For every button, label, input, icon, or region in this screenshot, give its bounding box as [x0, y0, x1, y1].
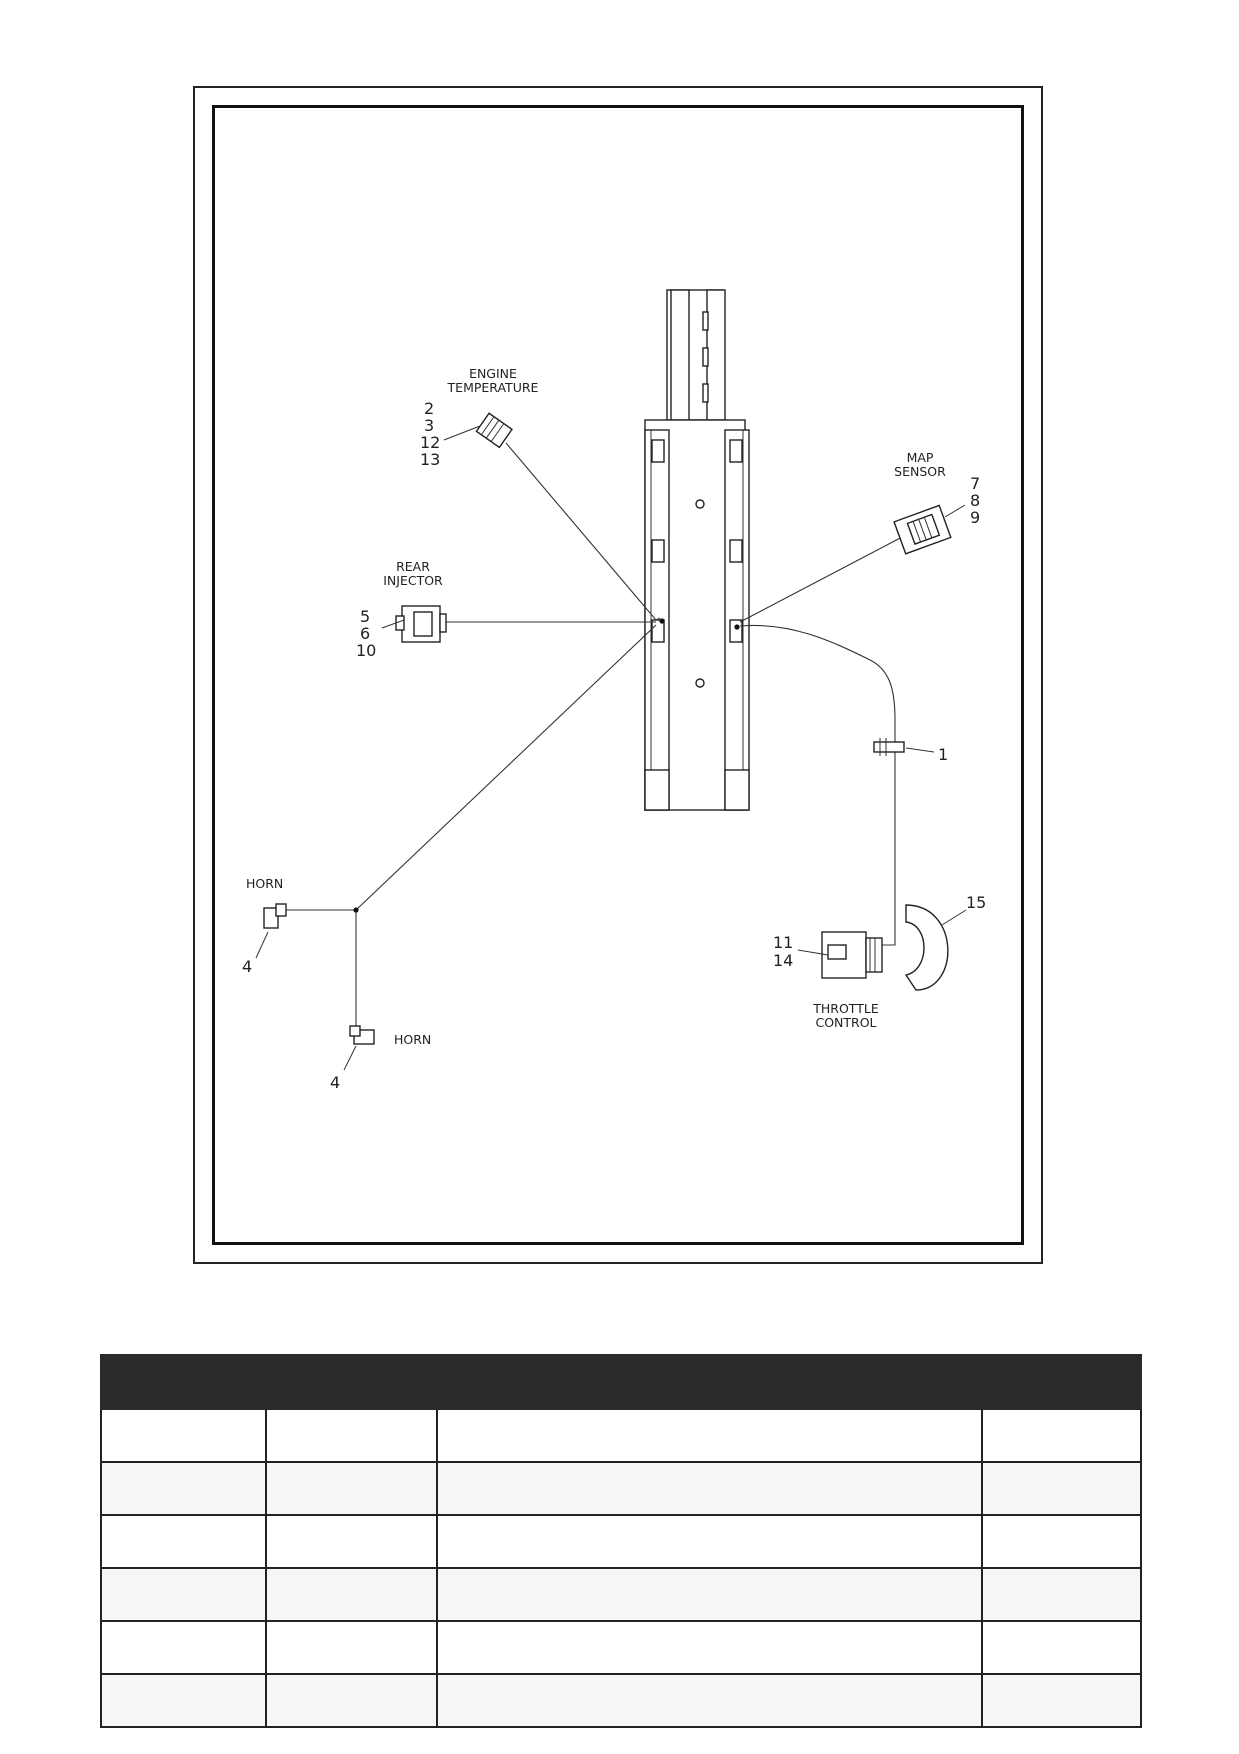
callout-6: 6 — [360, 624, 370, 643]
callout-11: 11 — [773, 933, 793, 952]
harness-wires — [286, 442, 907, 1030]
table-cell — [100, 1461, 267, 1516]
table-header-cell — [264, 1354, 439, 1410]
callout-14: 14 — [773, 951, 793, 970]
splice-right — [734, 624, 740, 630]
throttle-control-connector — [821, 931, 883, 979]
table-cell — [981, 1514, 1142, 1569]
table-cell — [981, 1461, 1142, 1516]
parts-table — [100, 1354, 1142, 1728]
throttle-clip — [904, 904, 949, 991]
table-cell — [436, 1567, 984, 1622]
fuse — [873, 738, 905, 756]
table-cell — [981, 1620, 1142, 1675]
rear-injector-label-1: REAR — [396, 559, 430, 574]
frame-rail — [644, 289, 750, 811]
table-cell — [436, 1514, 984, 1569]
table-cell — [264, 1673, 439, 1728]
table-cell — [100, 1408, 267, 1463]
horn-right-label: HORN — [394, 1032, 431, 1047]
table-cell — [264, 1461, 439, 1516]
table-cell — [100, 1620, 267, 1675]
diagram-inner-border — [212, 105, 1024, 1245]
table-row — [100, 1461, 1142, 1516]
callout-8: 8 — [970, 491, 980, 510]
table-row — [100, 1408, 1142, 1463]
table-cell — [436, 1673, 984, 1728]
callout-13: 13 — [420, 450, 440, 469]
table-row — [100, 1673, 1142, 1728]
table-cell — [264, 1408, 439, 1463]
callout-3: 3 — [424, 416, 434, 435]
engine-temperature-connector — [475, 412, 513, 449]
callout-4-right: 4 — [330, 1073, 340, 1092]
table-cell — [436, 1620, 984, 1675]
table-cell — [100, 1567, 267, 1622]
callout-9: 9 — [970, 508, 980, 527]
table-cell — [981, 1408, 1142, 1463]
engine-temperature-label-1: ENGINE — [469, 366, 517, 381]
table-header-row — [100, 1354, 1142, 1410]
table-row — [100, 1567, 1142, 1622]
table-cell — [436, 1408, 984, 1463]
rear-injector-label-2: INJECTOR — [383, 573, 443, 588]
table-cell — [100, 1673, 267, 1728]
engine-temperature-label-2: TEMPERATURE — [447, 380, 539, 395]
table-row — [100, 1620, 1142, 1675]
map-sensor-connector — [893, 504, 952, 555]
splice-left — [659, 618, 665, 624]
map-sensor-label-1: MAP — [907, 450, 934, 465]
diagram-frame — [193, 86, 1043, 1264]
table-cell — [981, 1673, 1142, 1728]
table-cell — [264, 1620, 439, 1675]
table-cell — [981, 1567, 1142, 1622]
horn-left-label: HORN — [246, 876, 283, 891]
horn-right — [349, 1025, 375, 1045]
callout-4-left: 4 — [242, 957, 252, 976]
table-header-cell — [436, 1354, 984, 1410]
table-cell — [264, 1514, 439, 1569]
callout-2: 2 — [424, 399, 434, 418]
table-row — [100, 1514, 1142, 1569]
map-sensor-label-2: SENSOR — [894, 464, 946, 479]
callout-7: 7 — [970, 474, 980, 493]
table-header-cell — [100, 1354, 267, 1410]
table-header-cell — [981, 1354, 1142, 1410]
callout-5: 5 — [360, 607, 370, 626]
wiring-diagram: ENGINE TEMPERATURE 2 3 12 13 MAP SENSOR … — [242, 289, 986, 1092]
splice-horn — [353, 907, 359, 913]
table-cell — [436, 1461, 984, 1516]
table-cell — [264, 1567, 439, 1622]
throttle-control-label-1: THROTTLE — [812, 1001, 879, 1016]
callout-12: 12 — [420, 433, 440, 452]
callout-1: 1 — [938, 745, 948, 764]
rear-injector-connector — [395, 605, 447, 643]
table-cell — [100, 1514, 267, 1569]
horn-left — [263, 903, 287, 929]
callout-15: 15 — [966, 893, 986, 912]
callout-10: 10 — [356, 641, 376, 660]
throttle-control-label-2: CONTROL — [815, 1015, 876, 1030]
